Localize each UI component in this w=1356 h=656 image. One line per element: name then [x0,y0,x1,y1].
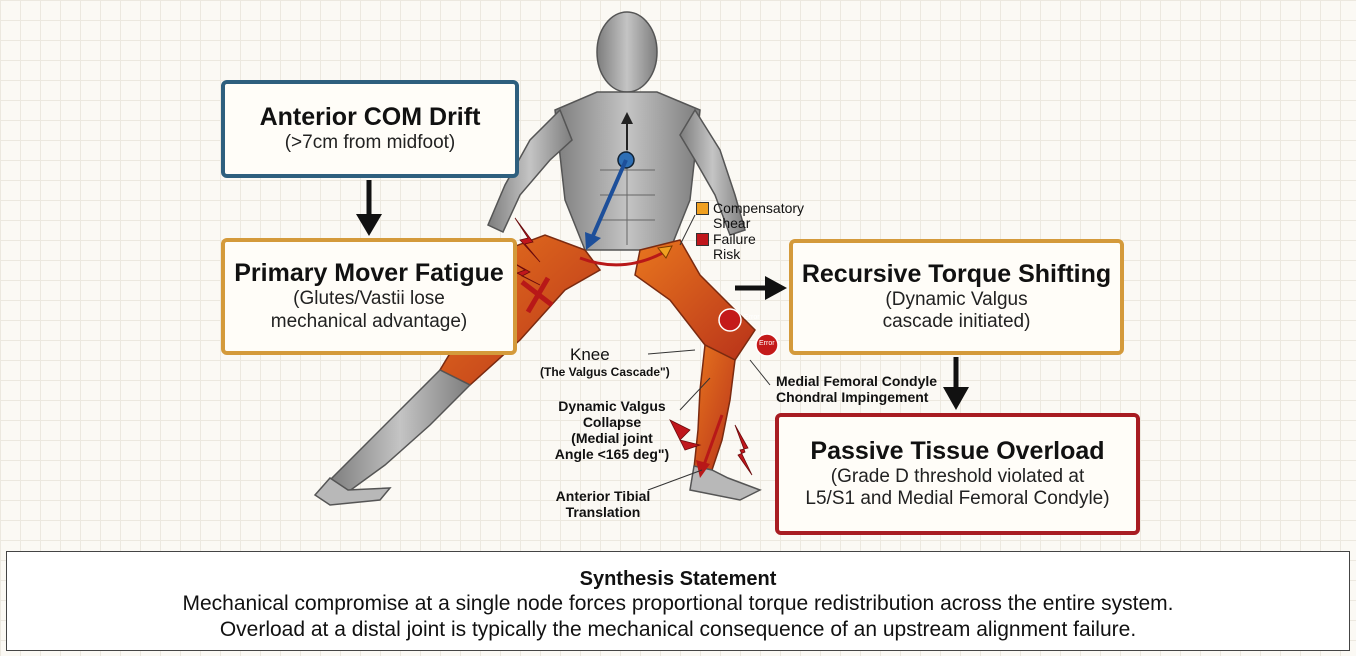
condyle-line1: Medial Femoral Condyle [776,373,937,389]
node-passive-tissue-overload: Passive Tissue Overload (Grade D thresho… [775,413,1140,535]
knee-sublabel: (The Valgus Cascade") [540,366,670,380]
condyle-label: Medial Femoral Condyle Chondral Impingem… [776,373,937,405]
node-anterior-com-drift: Anterior COM Drift (>7cm from midfoot) [221,80,519,178]
node-subtitle-line2: mechanical advantage) [225,311,513,334]
node-title: Anterior COM Drift [225,103,515,132]
node-subtitle-line2: cascade initiated) [793,311,1120,334]
legend-label: Failure Risk [713,232,763,263]
valgus-collapse-line2: Collapse [552,414,672,430]
node-title: Primary Mover Fatigue [225,259,513,288]
legend: Compensatory Shear Failure Risk [696,201,833,263]
valgus-collapse-line1: Dynamic Valgus [552,398,672,414]
node-title: Recursive Torque Shifting [793,260,1120,289]
figure-right-shin [694,345,735,470]
figure-left-shin [330,370,470,492]
tibial-line1: Anterior Tibial [548,488,658,504]
node-subtitle-line1: (Grade D threshold violated at [779,466,1136,489]
condyle-line2: Chondral Impingement [776,389,937,405]
synthesis-line2: Overload at a distal joint is typically … [7,617,1349,643]
valgus-collapse-label: Dynamic Valgus Collapse (Medial joint An… [552,398,672,462]
valgus-collapse-line4: Angle <165 deg") [552,446,672,462]
node-recursive-torque-shifting: Recursive Torque Shifting (Dynamic Valgu… [789,239,1124,355]
error-label-thigh: Error [744,314,760,322]
knee-label: Knee [570,345,610,365]
legend-item-compensatory-shear: Compensatory Shear [696,201,833,232]
flow-arrow-torque-to-overload [943,357,969,410]
legend-label: Compensatory Shear [713,201,833,232]
synthesis-heading: Synthesis Statement [7,568,1349,591]
flow-arrow-com-to-fatigue [356,180,382,236]
node-subtitle-line2: L5/S1 and Medial Femoral Condyle) [779,488,1136,511]
flow-arrow-fatigue-to-torque [735,276,787,300]
tibial-translation-label: Anterior Tibial Translation [548,488,658,520]
node-subtitle: (>7cm from midfoot) [225,132,515,155]
legend-swatch [696,202,709,215]
legend-item-failure-risk: Failure Risk [696,232,833,263]
error-marker-thigh [719,309,741,331]
synthesis-statement-box: Synthesis Statement Mechanical compromis… [6,551,1350,651]
node-primary-mover-fatigue: Primary Mover Fatigue (Glutes/Vastii los… [221,238,517,355]
figure-head [597,12,657,92]
legend-swatch [696,233,709,246]
synthesis-line1: Mechanical compromise at a single node f… [7,591,1349,617]
node-subtitle-line1: (Dynamic Valgus [793,289,1120,312]
error-label-knee: Error [759,340,775,348]
valgus-collapse-line3: (Medial joint [552,430,672,446]
node-title: Passive Tissue Overload [779,437,1136,466]
tibial-line2: Translation [548,504,658,520]
node-subtitle-line1: (Glutes/Vastii lose [225,288,513,311]
